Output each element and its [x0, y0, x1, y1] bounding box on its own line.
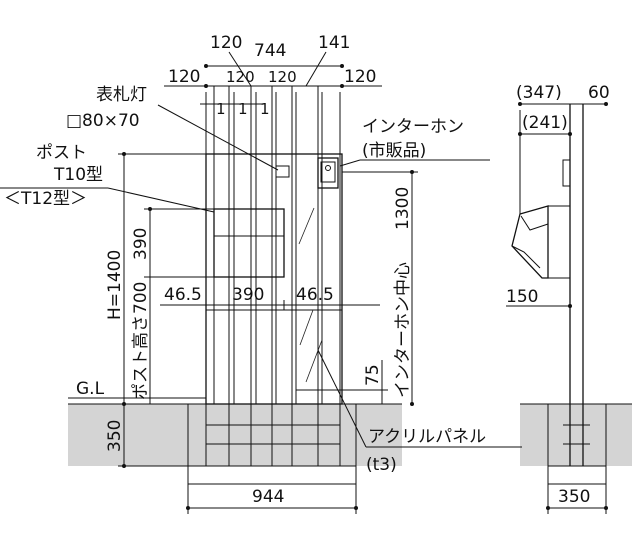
acrylic-panel-shape [295, 309, 343, 391]
dim-height-h1400: H=1400 [105, 250, 125, 320]
nameplate-label: 表札灯 [96, 85, 147, 105]
dim-744-total: 744 [254, 41, 286, 61]
post-label-line1: ポスト [36, 143, 87, 163]
side-dim-241: (241) [522, 113, 568, 133]
dim-141-top-right: 141 [318, 33, 350, 53]
nameplate-size: □80×70 [66, 111, 140, 131]
post-label-line2: T10型 [53, 165, 103, 185]
acrylic-panel-thickness: (t3) [366, 455, 397, 475]
dim-post-390: 390 [131, 228, 151, 260]
side-dimension-lines [506, 102, 608, 514]
dim-120-outer-right: 120 [344, 67, 376, 87]
dim-120-inner-b: 120 [268, 68, 297, 86]
dim-390-width: 390 [232, 285, 264, 305]
side-dim-150: 150 [506, 287, 538, 307]
dim-slat-1b: 1 [238, 100, 248, 118]
intercom-shape [298, 157, 339, 245]
acrylic-panel-label: アクリルパネル [368, 427, 486, 447]
dim-post-height-label: ポスト高さ [131, 315, 151, 400]
ground-level-label: G.L [76, 379, 105, 399]
intercom-label-line2: (市販品) [362, 141, 426, 161]
side-view-body [511, 103, 607, 485]
side-dim-347: (347) [516, 83, 562, 103]
dim-slat-1c: 1 [260, 100, 270, 118]
dim-intercom-center: インターホン中心 [393, 262, 413, 398]
dim-120-outer-left: 120 [168, 67, 200, 87]
dim-75: 75 [363, 364, 383, 386]
dim-944-base: 944 [252, 487, 284, 507]
nameplate-light-shape [275, 165, 290, 178]
dim-120-top-left: 120 [210, 33, 242, 53]
dim-120-inner-a: 120 [226, 68, 255, 86]
post-box-shape [213, 208, 285, 278]
dim-base-350: 350 [105, 420, 125, 452]
post-label-line3: ＜T12型＞ [4, 189, 87, 209]
ground-area-side [520, 404, 632, 466]
front-dimension-lines [0, 51, 522, 514]
dim-46-5-left: 46.5 [164, 285, 202, 305]
dim-intercom-1300: 1300 [393, 187, 413, 230]
intercom-label-line1: インターホン [362, 117, 464, 137]
side-dim-350: 350 [558, 487, 590, 507]
dim-slat-1a: 1 [216, 100, 226, 118]
dim-46-5-right: 46.5 [296, 285, 334, 305]
side-dim-60: 60 [588, 83, 610, 103]
dim-post-700: 700 [131, 282, 151, 314]
